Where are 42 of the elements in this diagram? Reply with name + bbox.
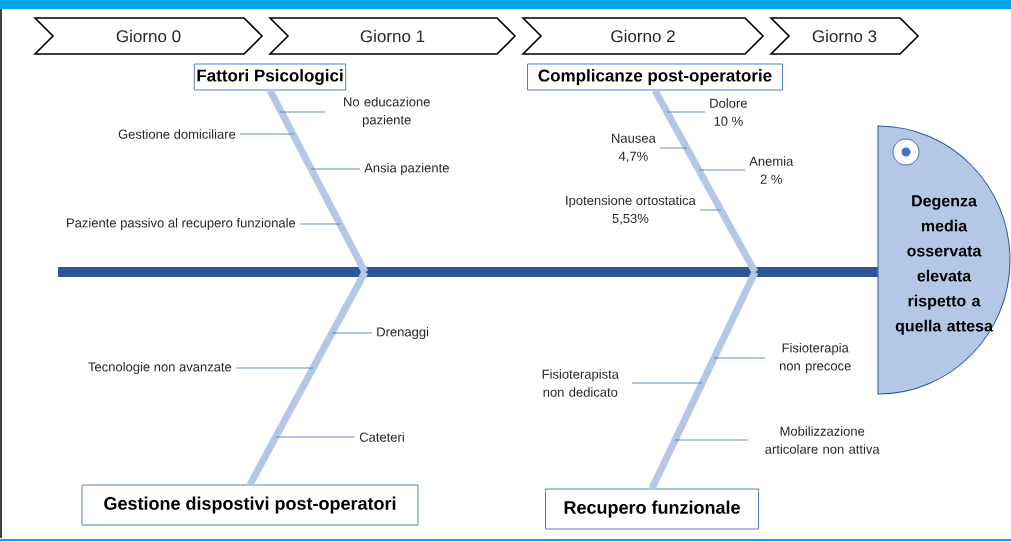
leader-line — [698, 169, 746, 171]
leader-line — [713, 357, 766, 359]
leader-line — [674, 439, 749, 441]
cause-label: Ipotensione ortostatica 5,53% — [566, 195, 696, 225]
cause-label: Paziente passivo al recupero funzionale — [67, 217, 296, 231]
leader-line — [631, 382, 703, 384]
cause-label: Fisioterapia non precoce — [779, 342, 851, 374]
leader-line — [299, 223, 341, 225]
cause-label: Dolore 10 % — [710, 98, 747, 126]
leader-line — [275, 436, 356, 438]
cause-label: Anemia 2 % — [749, 156, 794, 184]
leader-line — [666, 111, 706, 113]
cause-label: Mobilizzazione articolare non attiva — [765, 426, 880, 454]
cause-label: Drenaggi — [377, 326, 429, 340]
leader-line — [699, 209, 722, 211]
timeline-stage: Giorno 3 — [769, 17, 920, 55]
category-box: Fattori Psicologici — [193, 63, 347, 91]
cause-label: Gestione domiciliare — [118, 129, 236, 139]
cause-label: Nausea 4,7% — [612, 133, 656, 163]
bone — [266, 88, 369, 274]
leader-line — [235, 367, 314, 369]
bone — [648, 270, 759, 491]
leader-line — [279, 111, 326, 113]
cause-label: Ansia paziente — [364, 162, 449, 176]
category-box: Complicanze post-operatorie — [527, 63, 783, 91]
category-box: Recupero funzionale — [545, 488, 759, 530]
spine — [58, 267, 878, 277]
bone — [651, 88, 759, 274]
timeline-stage: Giorno 0 — [33, 17, 264, 55]
leader-line — [331, 332, 373, 334]
cause-label: Tecnologie non avanzate — [88, 361, 232, 375]
timeline-stage: Giorno 1 — [268, 17, 517, 55]
cause-label: No educazione paziente — [344, 96, 430, 128]
leader-line — [239, 133, 295, 135]
bone — [246, 270, 369, 487]
cause-label: Fisioterapista non dedicato — [542, 369, 619, 397]
leader-line — [310, 168, 361, 170]
leader-line — [659, 147, 688, 149]
category-box: Gestione dispostivi post-operatori — [81, 484, 419, 526]
fish-head: Degenza media osservata elevata rispetto a quella attesa — [877, 125, 1011, 395]
timeline-stage: Giorno 2 — [521, 17, 765, 55]
cause-label: Cateteri — [359, 432, 404, 442]
